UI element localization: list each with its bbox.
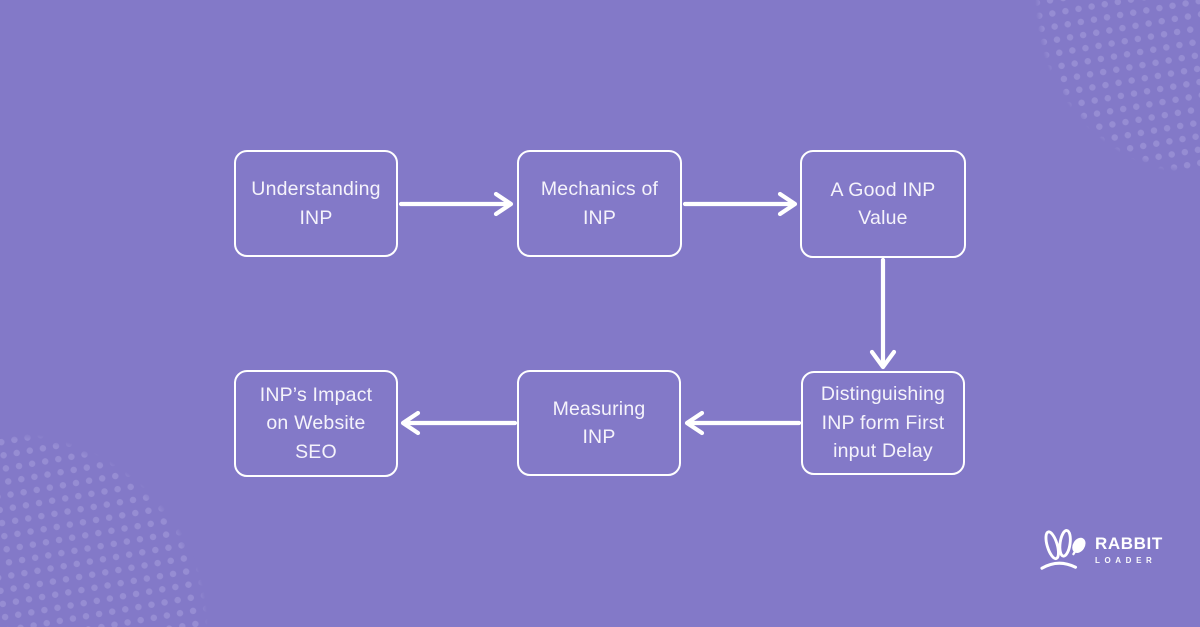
node-distinguishing-inp: Distinguishing INP form First input Dela… [801,371,965,475]
arrow-understanding-to-mechanics [398,191,514,217]
arrow-measuring-to-impact [400,410,518,436]
node-a-good-inp-value: A Good INP Value [800,150,966,258]
node-label: Understanding INP [251,178,381,229]
node-label: INP’s Impact on Website SEO [259,383,373,463]
node-inp-impact-seo: INP’s Impact on Website SEO [234,370,398,477]
arrow-mechanics-to-goodvalue [682,191,798,217]
arrow-distinguishing-to-measuring [684,410,802,436]
node-understanding-inp: Understanding INP [234,150,398,257]
rabbit-ears-icon [1040,529,1086,570]
arrow-goodvalue-to-distinguishing [869,257,897,370]
rabbitloader-logo: RABBIT LOADER [1040,527,1163,573]
node-mechanics-of-inp: Mechanics of INP [517,150,682,257]
node-label: A Good INP Value [830,178,936,230]
logo-brand-subname: LOADER [1095,555,1157,565]
node-label: Mechanics of INP [540,178,659,229]
node-measuring-inp: Measuring INP [517,370,681,476]
node-label: Distinguishing INP form First input Dela… [820,383,946,463]
logo-brand-name: RABBIT [1095,533,1163,553]
logo-text: RABBIT LOADER [1095,533,1163,566]
node-label: Measuring INP [552,397,646,449]
